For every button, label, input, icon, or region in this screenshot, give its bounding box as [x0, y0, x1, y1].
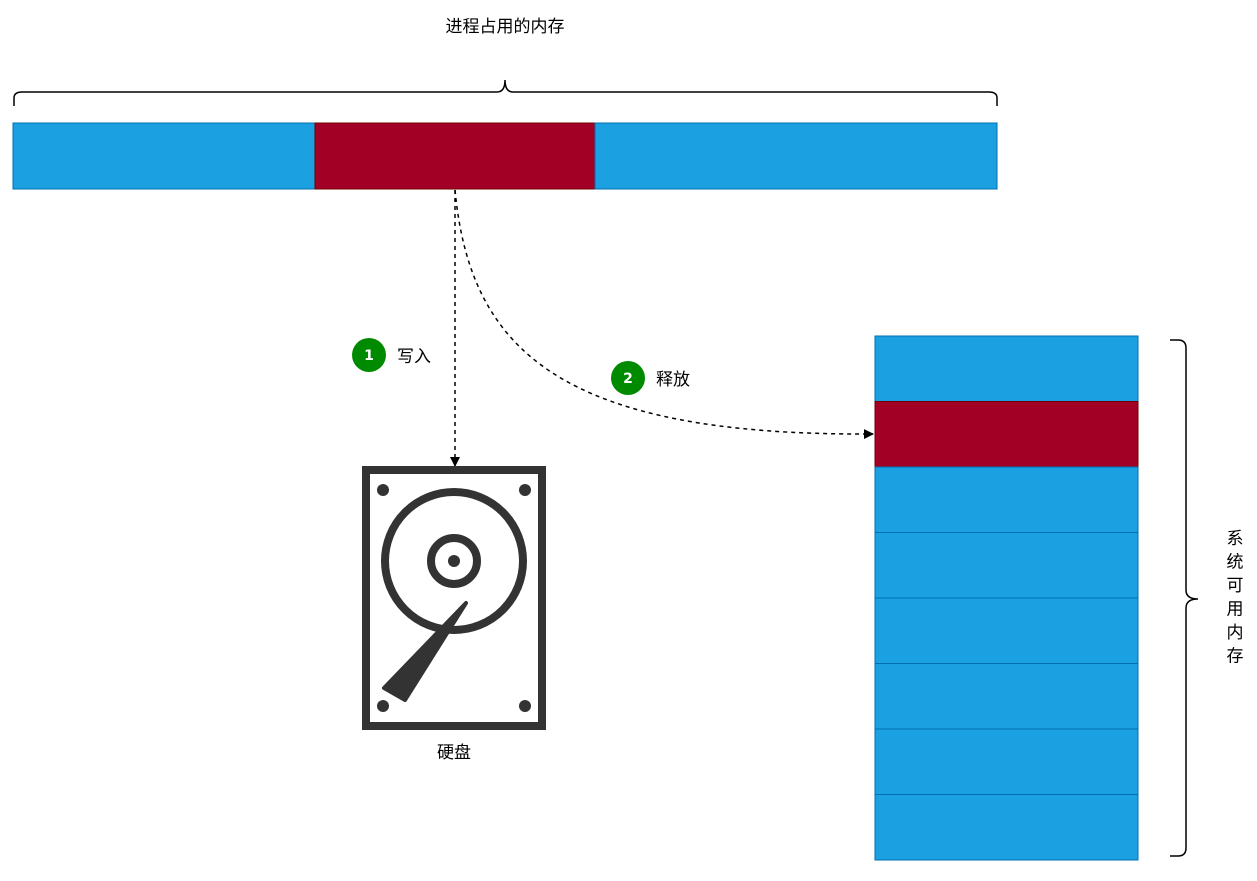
step-label: 释放 [656, 370, 690, 390]
system-memory-block [874, 728, 1139, 795]
memory-segment-free [12, 122, 316, 190]
system-memory-title-char: 统 [1227, 553, 1244, 573]
step-number: 2 [623, 371, 633, 387]
system-memory-title-char: 内 [1227, 623, 1244, 643]
system-memory-block [874, 794, 1139, 861]
system-memory-title-char: 存 [1227, 647, 1244, 667]
memory-segment-free [594, 122, 998, 190]
memory-segment-swapped [314, 122, 596, 190]
step-2: 2 释放 [611, 361, 690, 395]
step-badge [611, 361, 645, 395]
system-memory-title-char: 系 [1227, 529, 1244, 549]
disk-label: 硬盘 [437, 743, 471, 763]
process-memory-brace [13, 79, 998, 106]
system-memory-title-char: 用 [1227, 600, 1244, 620]
process-memory-bar [12, 122, 998, 190]
step-label: 写入 [397, 347, 431, 367]
system-memory-block-released [874, 401, 1139, 468]
system-memory-stack [874, 335, 1139, 861]
step-number: 1 [364, 348, 374, 364]
system-memory-block [874, 597, 1139, 664]
system-memory-block [874, 335, 1139, 402]
system-memory-block [874, 466, 1139, 533]
system-memory-block [874, 532, 1139, 599]
hard-disk-icon [362, 466, 546, 730]
system-memory-brace [1170, 339, 1199, 857]
system-memory-block [874, 663, 1139, 730]
step-1: 1 写入 [352, 338, 431, 372]
system-memory-title-char: 可 [1227, 576, 1244, 596]
step-badge [352, 338, 386, 372]
release-arrow [454, 189, 874, 440]
process-memory-title: 进程占用的内存 [446, 17, 565, 37]
